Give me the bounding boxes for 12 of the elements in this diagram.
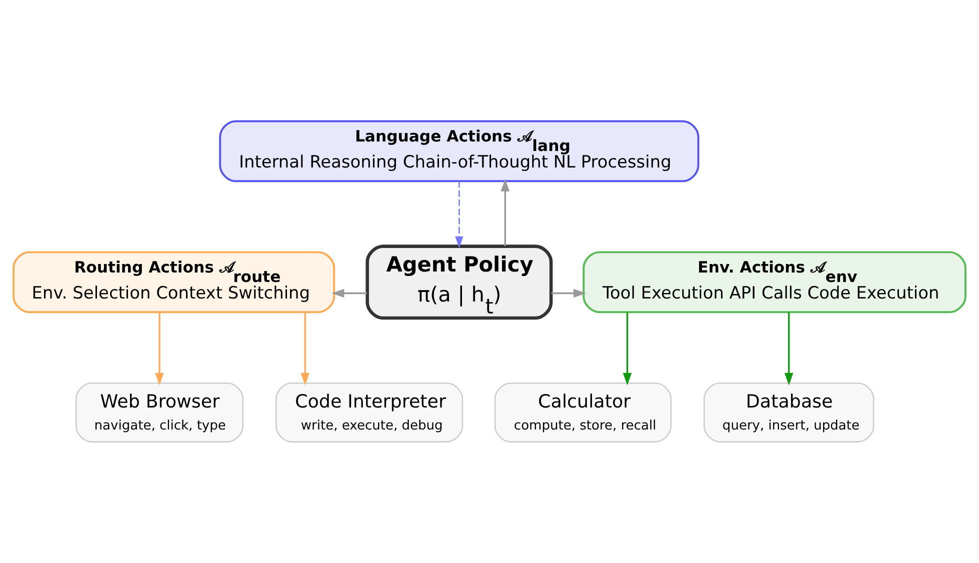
arrow xyxy=(332,288,367,298)
arrow xyxy=(784,312,794,386)
node-box: Calculator compute, store, recall xyxy=(494,382,672,442)
arrow xyxy=(300,312,310,386)
node-box: Database query, insert, update xyxy=(704,382,874,442)
node-box: Web Browser navigate, click, type xyxy=(75,382,244,442)
arrow xyxy=(455,181,464,248)
arrow xyxy=(551,288,586,298)
arrow xyxy=(622,312,632,386)
arrow xyxy=(155,312,164,386)
arrow xyxy=(500,178,510,246)
node-box: Code Interpreter write, execute, debug xyxy=(275,382,464,442)
